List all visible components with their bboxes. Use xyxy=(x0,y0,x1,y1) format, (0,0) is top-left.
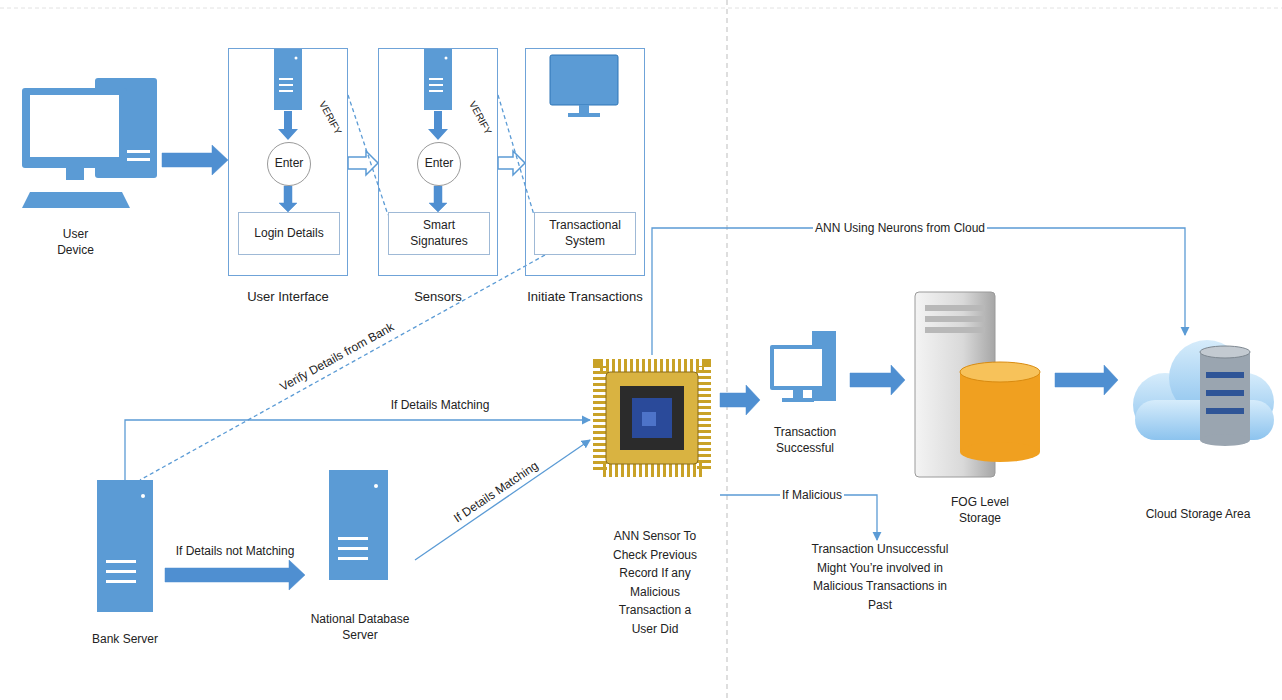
divider-line xyxy=(727,0,728,700)
panel: Initiate TransactionsTransactional Syste… xyxy=(525,48,645,276)
result-note: Transaction Unsuccessful Might You’re in… xyxy=(805,540,955,614)
arrow-shape xyxy=(429,186,447,212)
edge-label: If Details Matching xyxy=(389,398,492,412)
arrow-shape xyxy=(162,145,228,175)
block-arrow xyxy=(279,186,297,212)
node-label: Enter xyxy=(425,156,454,172)
node-label: ANN Sensor To Check Previous Record If a… xyxy=(608,527,703,639)
arrow-shape xyxy=(850,365,905,395)
connector-path xyxy=(140,255,545,480)
connector-path xyxy=(652,228,1185,355)
database-server: National Database Server xyxy=(305,470,415,643)
panel-heading: Initiate Transactions xyxy=(526,289,644,306)
block-arrow xyxy=(1055,365,1118,395)
node-label: User Device xyxy=(48,227,103,258)
server-icon xyxy=(424,48,452,140)
arrow-shape xyxy=(1055,365,1118,395)
cloud-storage: Cloud Storage Area xyxy=(1118,335,1278,523)
transaction-monitor-icon xyxy=(770,331,836,402)
enter-circle: Enter xyxy=(267,142,311,186)
panel-heading: User Interface xyxy=(229,289,347,306)
arrow-shape xyxy=(165,560,305,590)
cloud-icon xyxy=(1133,340,1274,446)
node-label: Cloud Storage Area xyxy=(1118,507,1278,523)
bank-server: Bank Server xyxy=(85,480,165,648)
user-device-icon xyxy=(22,78,157,208)
block-arrow xyxy=(720,385,760,415)
process-box: Transactional System xyxy=(534,212,636,255)
arrow-connector xyxy=(415,440,590,560)
chip-icon xyxy=(600,366,704,470)
fog-server: FOG Level Storage xyxy=(905,290,1055,526)
ann-sensor: ANN Sensor To Check Previous Record If a… xyxy=(590,355,720,639)
panel: SensorsEnterSmart Signatures xyxy=(378,48,498,276)
edge-label: If Malicious xyxy=(780,488,844,502)
node-label: Transactional System xyxy=(541,218,629,249)
dashed-connector xyxy=(140,255,545,480)
connector-path xyxy=(498,95,534,215)
panel: User InterfaceEnterLogin Details xyxy=(228,48,348,276)
edge-label: If Details Matching xyxy=(449,457,542,526)
block-arrow xyxy=(429,186,447,212)
arrow-shape xyxy=(279,186,297,212)
connector-path xyxy=(415,440,590,560)
node-label: Transaction Unsuccessful Might You’re in… xyxy=(805,540,955,614)
dashed-connector xyxy=(348,95,388,215)
server-icon xyxy=(274,48,302,140)
process-box: Login Details xyxy=(238,212,340,255)
monitor-icon xyxy=(550,55,618,117)
database-server-icon xyxy=(329,470,388,580)
transaction-monitor: Transaction Successful xyxy=(760,330,850,456)
enter-circle: Enter xyxy=(417,142,461,186)
connector-path xyxy=(348,95,388,215)
edge-label: Verify Details from Bank xyxy=(276,319,398,396)
arrow-connector xyxy=(652,228,1185,355)
node-label: FOG Level Storage xyxy=(943,495,1018,526)
user-device: User Device xyxy=(20,75,162,258)
arrow-shape xyxy=(720,385,760,415)
edge-label: VERIFY xyxy=(315,97,344,138)
node-label: Enter xyxy=(275,156,304,172)
dashed-connector xyxy=(498,95,534,215)
process-box: Smart Signatures xyxy=(388,212,490,255)
node-label: Smart Signatures xyxy=(395,218,483,249)
panel-heading: Sensors xyxy=(379,289,497,306)
fog-server-icon xyxy=(915,292,1040,477)
block-arrow xyxy=(162,145,228,175)
edge-label: If Details not Matching xyxy=(174,544,297,558)
node-label: Bank Server xyxy=(85,632,165,648)
block-arrow xyxy=(850,365,905,395)
block-arrow xyxy=(165,560,305,590)
top-rule xyxy=(0,8,1282,9)
bank-server-icon xyxy=(97,480,153,612)
node-label: Login Details xyxy=(254,226,323,242)
edge-label: VERIFY xyxy=(465,97,494,138)
node-label: National Database Server xyxy=(305,612,415,643)
edge-label: ANN Using Neurons from Cloud xyxy=(813,221,987,235)
node-label: Transaction Successful xyxy=(760,425,850,456)
